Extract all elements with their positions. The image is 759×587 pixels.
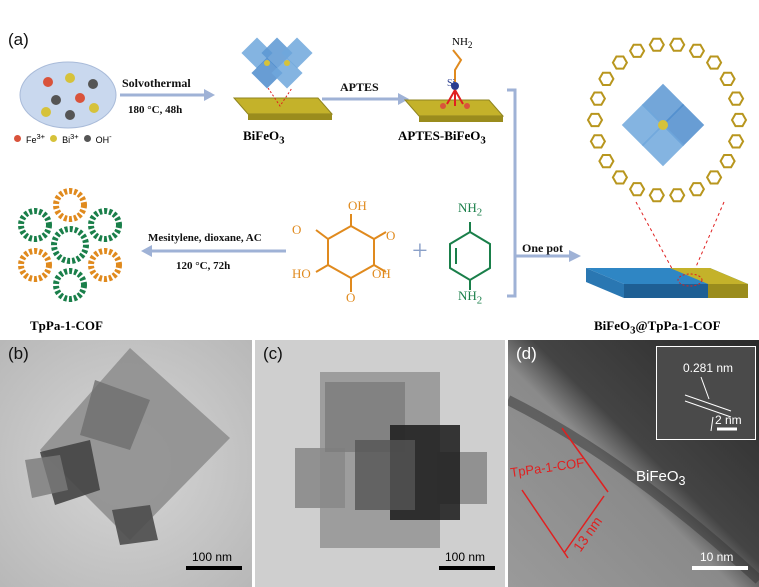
panel-label-d: (d) (516, 344, 537, 363)
cof-network-icon (18, 188, 122, 302)
composite-label: BiFeO3@TpPa-1-COF (594, 318, 721, 337)
aptes-si: Si (447, 78, 456, 89)
scale-bar-d (692, 566, 748, 570)
scale-text-d: 10 nm (700, 550, 734, 564)
scale-bar-b (186, 566, 242, 570)
panel-label-c: (c) (263, 344, 283, 363)
aptes-nh2-sub: 2 (467, 40, 473, 51)
cof-ring-icon (586, 37, 748, 203)
bi-ion-icon (65, 73, 75, 83)
pa-nh2-top-text: NH (458, 200, 477, 215)
tppa-cof-structure (18, 188, 122, 302)
cof-wrapped-crystal (586, 37, 748, 203)
crystal-core-icon (621, 83, 705, 167)
arrow-solvothermal (120, 89, 215, 101)
pa-nh2-top: NH2 (458, 200, 482, 219)
plus-sign: + (412, 236, 428, 267)
legend-fe-sup: 3+ (36, 132, 46, 141)
scale-bar-c (439, 566, 495, 570)
aptes-molecule-icon (440, 49, 470, 109)
panel-label-b: (b) (8, 344, 29, 363)
precursor-solution (19, 61, 117, 129)
pa-molecule (449, 222, 491, 290)
legend-oh: OH (95, 135, 110, 145)
hrtem-inset: 0.281 nm 2 nm (656, 346, 756, 440)
scale-text-b: 100 nm (192, 550, 233, 564)
mesitylene-label: Mesitylene, dioxane, AC (148, 232, 262, 244)
arrow-aptes (322, 93, 409, 105)
lattice-spacing: 0.281 nm (683, 361, 734, 375)
hrtem-panel-d: (d) 0.281 nm 2 nm TpPa-1-COF BiFeO3 13 n… (508, 340, 759, 587)
tp-o-bottom: O (346, 290, 356, 305)
tp-o-left: O (292, 222, 302, 237)
arrow-mesitylene (141, 245, 286, 257)
one-pot-bracket (507, 88, 581, 298)
tp-ho-left: HO (292, 266, 311, 281)
bifeo3-label: BiFeO3 (243, 128, 285, 147)
solvothermal-conditions: 180 °C, 48h (128, 104, 183, 116)
bifeo3-region-text: BiFeO (636, 468, 679, 485)
bifeo3-text: BiFeO (243, 128, 280, 143)
oh-ion-icon (88, 79, 98, 89)
aptes-nh2: NH2 (452, 36, 472, 50)
bifeo3-sub: 3 (279, 134, 285, 147)
legend-bi-sup: 3+ (70, 132, 79, 141)
aptes-nh2-text: NH (452, 36, 468, 48)
pa-nh2-bottom: NH2 (458, 288, 482, 307)
tp-oh-top: OH (348, 198, 367, 213)
bi-dot-icon (50, 135, 58, 142)
panel-label-a: (a) (8, 30, 29, 49)
composite-text: BiFeO (594, 318, 631, 333)
pa-nh2-top-sub: 2 (476, 206, 483, 219)
aptes-bifeo3-label: APTES-BiFeO3 (398, 128, 486, 147)
bifeo3-region-sub: 3 (678, 474, 686, 488)
tem-panel-c: (c) 100 nm (255, 340, 505, 587)
composite-sub: 3 (630, 324, 636, 337)
zoom-dashed-lines (635, 201, 725, 277)
mesitylene-conditions: 120 °C, 72h (176, 260, 231, 272)
lattice-fringes-icon (684, 376, 737, 432)
tppa-label: TpPa-1-COF (30, 318, 103, 333)
fe-dot-icon (14, 135, 21, 142)
composite-tail: @TpPa-1-COF (635, 318, 721, 333)
tp-molecule (315, 214, 387, 292)
oh-dot-icon (83, 135, 91, 142)
legend-fe: Fe (26, 135, 37, 145)
legend-oh-sup: - (109, 132, 112, 141)
aptes-bifeo3-plate (403, 49, 505, 122)
legend-bi: Bi (62, 135, 71, 145)
pa-nh2-bottom-sub: 2 (476, 294, 483, 307)
scale-text-c: 100 nm (445, 550, 486, 564)
aptes-label: APTES (340, 80, 379, 94)
tem-panel-b: (b) 100 nm (0, 340, 252, 587)
composite-plate (586, 268, 748, 298)
inset-scale-text: 2 nm (715, 413, 742, 427)
one-pot-label: One pot (522, 241, 564, 255)
bifeo3-plate (232, 37, 334, 120)
perovskite-crystal-icon (241, 37, 313, 107)
aptes-bifeo3-text: APTES-BiFeO (398, 128, 481, 143)
solvothermal-label: Solvothermal (122, 76, 191, 90)
tp-oh-right: OH (372, 266, 391, 281)
aptes-bifeo3-sub: 3 (480, 134, 486, 147)
tp-o-right: O (386, 228, 396, 243)
tem-image-c (255, 340, 505, 587)
tem-image-b (0, 340, 252, 587)
bifeo3-region-label: BiFeO3 (636, 468, 685, 488)
pa-nh2-bottom-text: NH (458, 288, 477, 303)
ion-legend: Fe3+ Bi3+ OH- (14, 132, 112, 145)
fe-ion-icon (43, 77, 53, 87)
